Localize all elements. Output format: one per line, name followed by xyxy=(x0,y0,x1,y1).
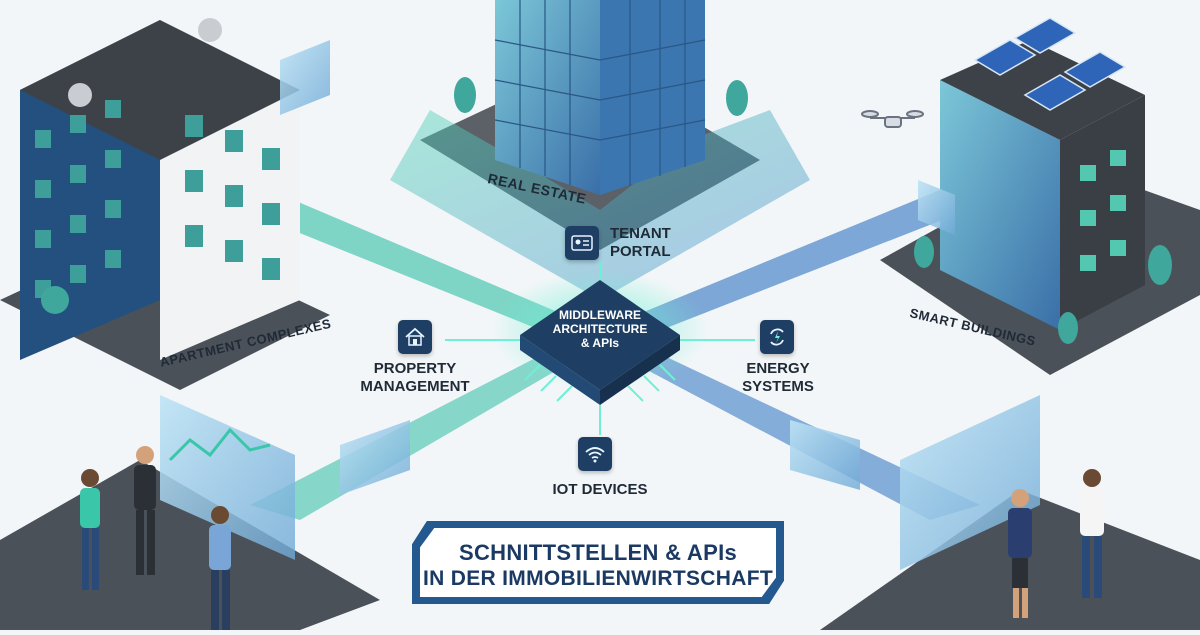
id-card-icon xyxy=(565,226,599,260)
highway-lower-left xyxy=(250,335,600,520)
tree xyxy=(914,236,934,268)
dashboard-icon xyxy=(900,395,1040,570)
tree xyxy=(1148,245,1172,285)
people-left xyxy=(80,446,231,630)
apartment-building xyxy=(20,18,300,360)
dashboard-icon xyxy=(918,180,955,235)
server-icon xyxy=(340,420,410,495)
banner-title-line1: SCHNITTSTELLEN & APIs xyxy=(458,540,738,565)
tree xyxy=(41,286,69,314)
smart-building xyxy=(861,17,1172,344)
dashboard-panels xyxy=(160,40,1040,570)
dashboard-icon xyxy=(160,395,295,560)
person-icon xyxy=(134,446,156,575)
apartment-windows xyxy=(35,100,280,298)
person-icon xyxy=(80,469,100,590)
smart-windows xyxy=(1080,150,1126,271)
person-icon xyxy=(1008,489,1032,618)
label-property-management: PROPERTY MANAGEMENT xyxy=(360,360,470,395)
label-middleware: MIDDLEWARE ARCHITECTURE & APIs xyxy=(552,308,648,350)
solar-panel-icon xyxy=(973,17,1127,111)
wifi-icon xyxy=(578,437,612,471)
banner-title-line2: IN DER IMMOBILIENWIRTSCHAFT xyxy=(423,567,773,590)
tree xyxy=(1058,312,1078,344)
person-icon xyxy=(1080,469,1104,598)
tree xyxy=(454,77,476,113)
tree xyxy=(726,80,748,116)
banner-body xyxy=(420,528,776,597)
energy-cycle-icon xyxy=(760,320,794,354)
platform-people-right xyxy=(820,490,1200,630)
title-banner: SCHNITTSTELLEN & APIs IN DER IMMOBILIENW… xyxy=(412,521,784,604)
label-tenant-portal: TENANT PORTAL xyxy=(610,225,671,260)
label-energy-systems: ENERGY SYSTEMS xyxy=(742,360,814,395)
person-icon xyxy=(209,506,231,630)
middleware-hub xyxy=(445,262,755,435)
dashboard-icon xyxy=(280,40,330,115)
label-iot-devices: IOT DEVICES xyxy=(552,481,648,498)
drone-icon xyxy=(861,110,924,128)
house-icon xyxy=(398,320,432,354)
real-estate-tower xyxy=(454,0,748,195)
people-right xyxy=(1008,469,1104,618)
dashboard-icon xyxy=(790,420,860,490)
